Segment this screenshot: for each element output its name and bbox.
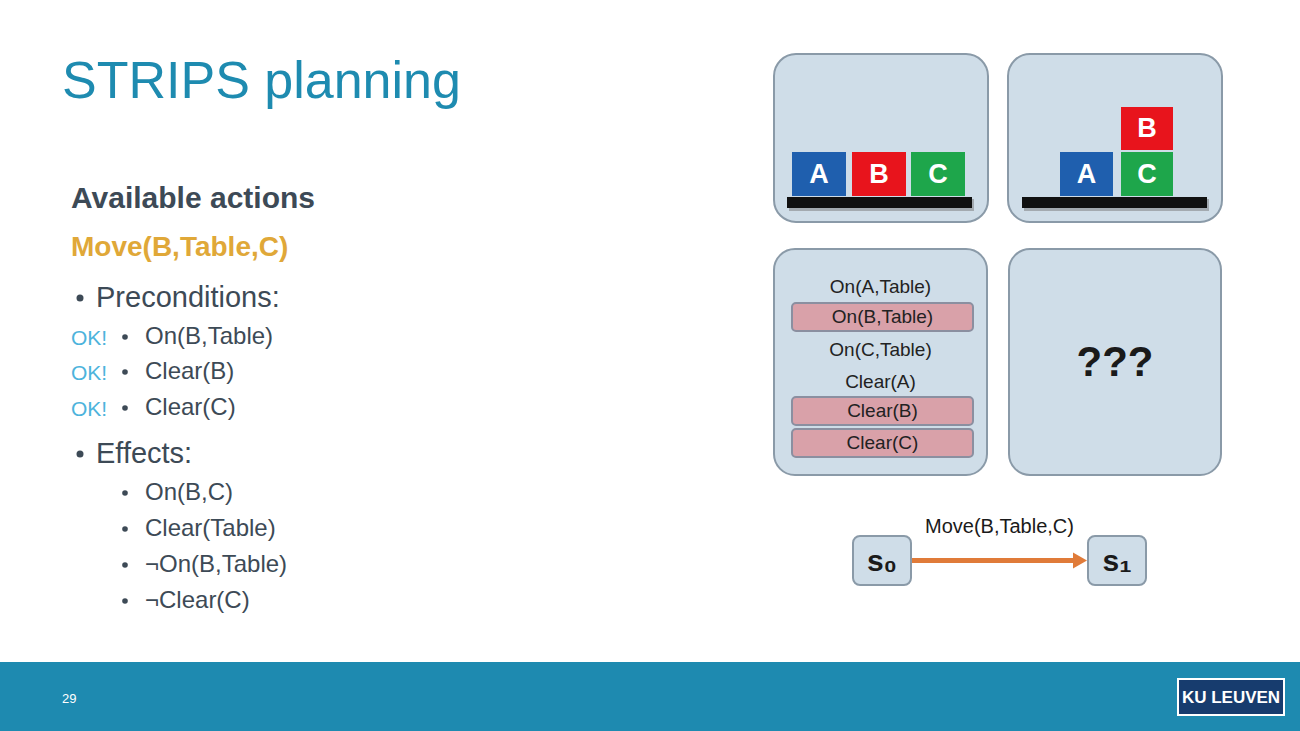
state-fact: On(A,Table): [775, 276, 986, 298]
node-text: s₁: [1102, 544, 1131, 578]
logo-text: KU LEUVEN: [1182, 689, 1280, 706]
section-heading: Available actions: [71, 183, 315, 213]
bullet-text: Clear(B): [145, 359, 234, 383]
state-panel: [1008, 54, 1222, 222]
node-text: Clear(B): [847, 400, 918, 422]
highlighted-fact: Clear(C): [791, 428, 974, 458]
check-mark: OK!: [71, 362, 107, 383]
check-mark: OK!: [71, 398, 107, 419]
bullet-text: Clear(C): [145, 395, 236, 419]
node-text: On(B,Table): [832, 306, 933, 328]
table-top: [1022, 197, 1207, 208]
state-fact: On(C,Table): [775, 339, 986, 361]
node-text: Clear(C): [847, 432, 919, 454]
state-fact: Clear(A): [775, 371, 986, 393]
bullet-text: ¬On(B,Table): [145, 552, 287, 576]
bullet-text: Preconditions:: [96, 283, 280, 312]
node-text: C: [1137, 159, 1157, 190]
bullet-text: On(B,Table): [145, 324, 273, 348]
bullet-text: Clear(Table): [145, 516, 276, 540]
node-text: s₀: [867, 544, 897, 578]
bullet-text: Effects:: [96, 439, 192, 468]
node-text: A: [1077, 159, 1097, 190]
bullet-text: On(B,C): [145, 480, 233, 504]
node-text: C: [928, 159, 948, 190]
node-text: B: [1137, 113, 1157, 144]
bullet-text: ¬Clear(C): [145, 588, 250, 612]
highlighted-fact: Clear(B): [791, 396, 974, 426]
block: B: [1121, 107, 1173, 150]
highlighted-fact: On(B,Table): [791, 302, 974, 332]
block: C: [1121, 152, 1173, 196]
node-text: B: [869, 159, 889, 190]
check-mark: OK!: [71, 327, 107, 348]
state-node: s₀: [852, 535, 912, 586]
edge-label: Move(B,Table,C): [925, 515, 1074, 538]
block: C: [911, 152, 965, 196]
unknown-state-box: ???: [1008, 248, 1222, 476]
page-number: 29: [62, 692, 76, 705]
slide-title: STRIPS planning: [62, 50, 461, 110]
table-top: [787, 197, 972, 208]
action-name: Move(B,Table,C): [71, 233, 288, 261]
state-panel: [774, 54, 988, 222]
node-text: A: [809, 159, 829, 190]
block: B: [852, 152, 906, 196]
state-node: s₁: [1087, 535, 1147, 586]
block: A: [792, 152, 846, 196]
block: A: [1060, 152, 1113, 196]
footer-band: [0, 662, 1300, 731]
state-box: On(A,Table) On(C,Table) Clear(A) On(B,Table…: [773, 248, 988, 476]
logo-box: [1178, 679, 1284, 715]
transition-arrow: [912, 553, 1087, 569]
node-text: ???: [1077, 338, 1154, 386]
